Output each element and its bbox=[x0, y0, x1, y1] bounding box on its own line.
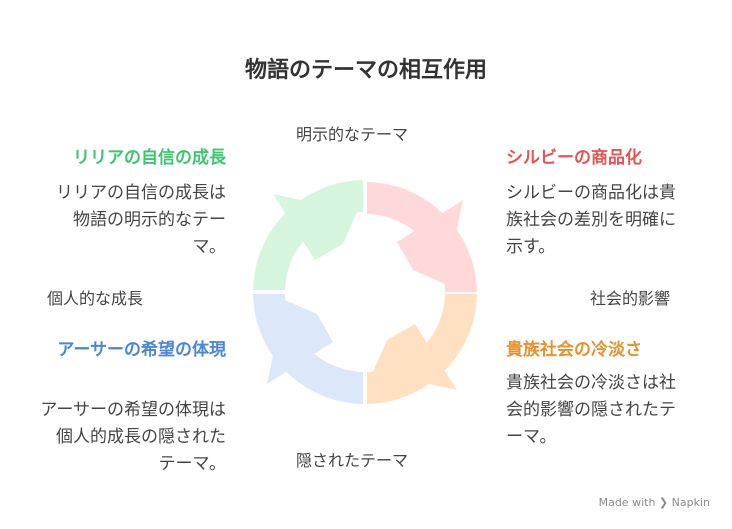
brand-label: Napkin bbox=[671, 496, 710, 509]
quadrant-heading-top-right: シルビーの商品化 bbox=[506, 148, 642, 168]
cycle-segment-red bbox=[367, 182, 477, 292]
quadrant-body-top-left: リリアの自信の成長は物語の明示的なテーマ。 bbox=[56, 183, 226, 257]
quadrant-body-bottom-right: 貴族社会の冷淡さは社会的影響の隠されたテーマ。 bbox=[506, 373, 676, 447]
cycle-diagram bbox=[253, 180, 477, 404]
quadrant-heading-bottom-right: 貴族社会の冷淡さ bbox=[506, 340, 642, 360]
quadrant-body-top-right: シルビーの商品化は貴族社会の差別を明確に示す。 bbox=[506, 183, 676, 257]
cycle-segment-orange bbox=[367, 294, 477, 404]
axis-label-left: 個人的な成長 bbox=[47, 289, 144, 308]
cycle-segment-green bbox=[253, 180, 363, 290]
quadrant-heading-top-left: リリアの自信の成長 bbox=[73, 148, 226, 168]
axis-label-bottom: 隠されたテーマ bbox=[296, 451, 409, 470]
quadrant-body-bottom-left: アーサーの希望の体現は個人的成長の隠されたテーマ。 bbox=[40, 400, 226, 474]
made-with-label: Made with bbox=[598, 496, 656, 509]
cycle-segment-blue bbox=[253, 294, 363, 404]
axis-label-top: 明示的なテーマ bbox=[296, 125, 409, 144]
axis-label-right: 社会的影響 bbox=[590, 289, 671, 308]
diagram-title: 物語のテーマの相互作用 bbox=[244, 58, 487, 83]
quadrant-heading-bottom-left: アーサーの希望の体現 bbox=[57, 340, 226, 360]
napkin-logo-icon: ❯ bbox=[658, 496, 669, 509]
footer-credit: Made with ❯ Napkin bbox=[599, 496, 710, 509]
